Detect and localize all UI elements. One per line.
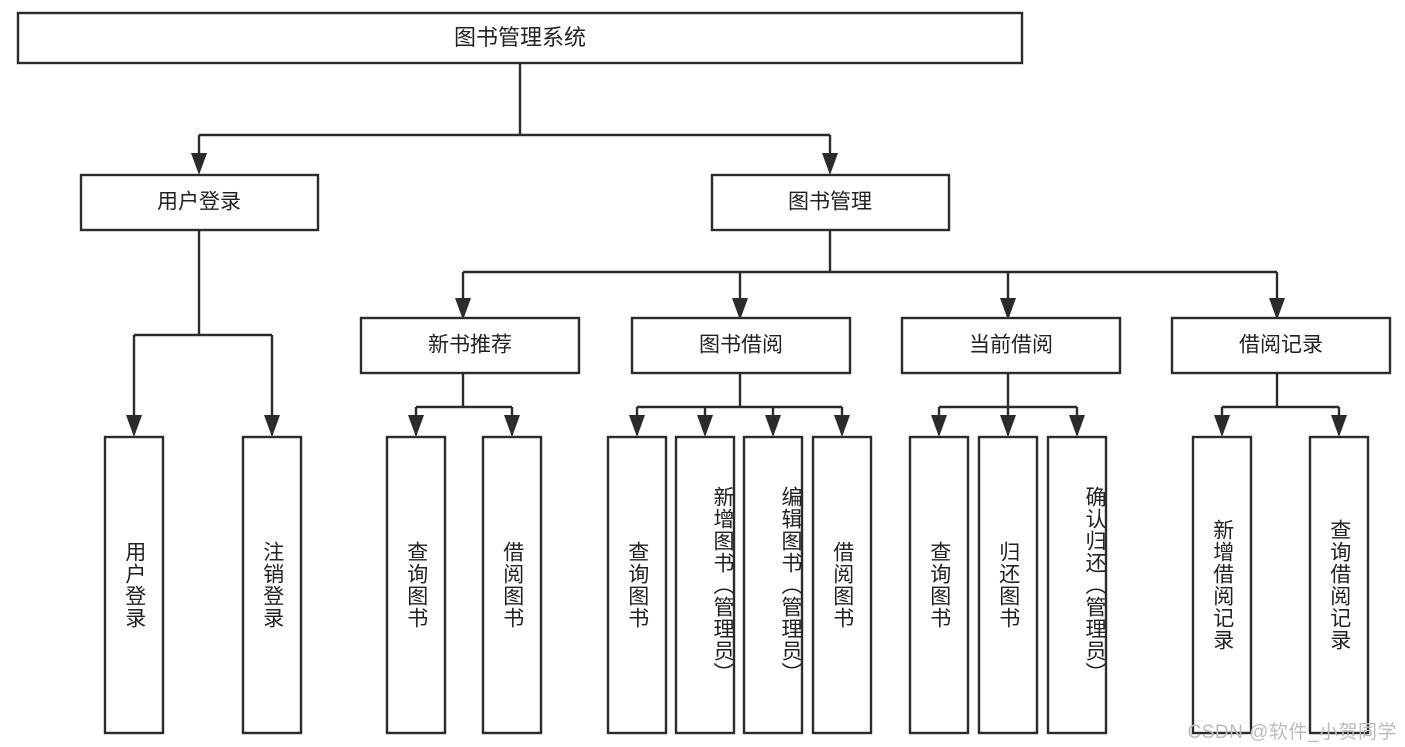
node-box-leaf-borrow-record-1[interactable] (1308, 435, 1370, 735)
node-box-book-manage[interactable] (710, 173, 951, 232)
node-box-leaf-new-book-1[interactable] (481, 435, 543, 735)
node-label-current-borrow: 当前借阅 (969, 334, 1053, 357)
connector-group-book-manage (455, 230, 1285, 320)
node-box-leaf-book-borrow-0[interactable] (606, 435, 668, 735)
arrow-head-icon (834, 415, 850, 437)
node-box-leaf-book-borrow-1[interactable] (674, 435, 736, 735)
node-level3-book-borrow[interactable]: 图书借阅 (630, 316, 852, 375)
arrow-head-icon (629, 415, 645, 437)
connector-group-current-borrow (931, 373, 1085, 437)
arrow-head-icon (504, 415, 520, 437)
node-box-user-login[interactable] (79, 173, 320, 232)
node-label-borrow-record: 借阅记录 (1239, 334, 1323, 357)
watermark-text: CSDN @软件_小贺同学 (1187, 722, 1397, 743)
arrow-head-icon (1000, 415, 1016, 437)
arrow-head-icon (1069, 415, 1085, 437)
node-box-leaf-book-borrow-2[interactable] (742, 435, 804, 735)
node-box-system[interactable] (16, 11, 1024, 65)
node-box-book-borrow[interactable] (630, 316, 852, 375)
node-box-leaf-current-borrow-1[interactable] (977, 435, 1039, 735)
node-box-leaf-user-login-1[interactable] (241, 435, 303, 735)
node-label-book-manage: 图书管理 (788, 191, 872, 214)
node-level2-user-login[interactable]: 用户登录 (79, 173, 320, 232)
arrow-head-icon (931, 415, 947, 437)
connector-group-root (191, 63, 838, 175)
node-box-leaf-book-borrow-3[interactable] (811, 435, 873, 735)
node-level3-new-book-recommend[interactable]: 新书推荐 (359, 316, 581, 375)
arrow-head-icon (1000, 298, 1016, 320)
node-box-leaf-new-book-0[interactable] (385, 435, 447, 735)
arrow-head-icon (1269, 298, 1285, 320)
node-box-leaf-user-login-0[interactable] (103, 435, 165, 735)
connector-group-book-borrow (629, 373, 850, 437)
leaf-box-group (103, 435, 1370, 735)
arrow-head-icon (1214, 415, 1230, 437)
node-level3-current-borrow[interactable]: 当前借阅 (900, 316, 1122, 375)
arrow-head-icon (126, 415, 142, 437)
node-label-user-login: 用户登录 (157, 191, 241, 214)
connector-group-borrow-record (1214, 373, 1347, 437)
arrow-head-icon (732, 298, 748, 320)
arrow-head-icon (191, 153, 207, 175)
arrow-head-icon (822, 153, 838, 175)
node-level2-book-manage[interactable]: 图书管理 (710, 173, 951, 232)
node-box-leaf-borrow-record-0[interactable] (1191, 435, 1253, 735)
arrow-head-icon (264, 415, 280, 437)
connector-group-new-book (408, 373, 520, 437)
node-level1-system[interactable]: 图书管理系统 (16, 11, 1024, 65)
connector-group-user-login (126, 230, 280, 437)
arrow-head-icon (1331, 415, 1347, 437)
arrow-head-icon (408, 415, 424, 437)
node-box-new-book-recommend[interactable] (359, 316, 581, 375)
node-box-current-borrow[interactable] (900, 316, 1122, 375)
node-label-new-book-recommend: 新书推荐 (428, 334, 512, 357)
node-box-leaf-current-borrow-0[interactable] (908, 435, 970, 735)
arrow-head-icon (697, 415, 713, 437)
arrow-head-icon (765, 415, 781, 437)
arrow-head-icon (455, 298, 471, 320)
node-level3-borrow-record[interactable]: 借阅记录 (1170, 316, 1392, 375)
node-label-system: 图书管理系统 (454, 25, 586, 50)
node-box-leaf-current-borrow-2[interactable] (1046, 435, 1108, 735)
node-label-book-borrow: 图书借阅 (699, 334, 783, 357)
node-box-borrow-record[interactable] (1170, 316, 1392, 375)
